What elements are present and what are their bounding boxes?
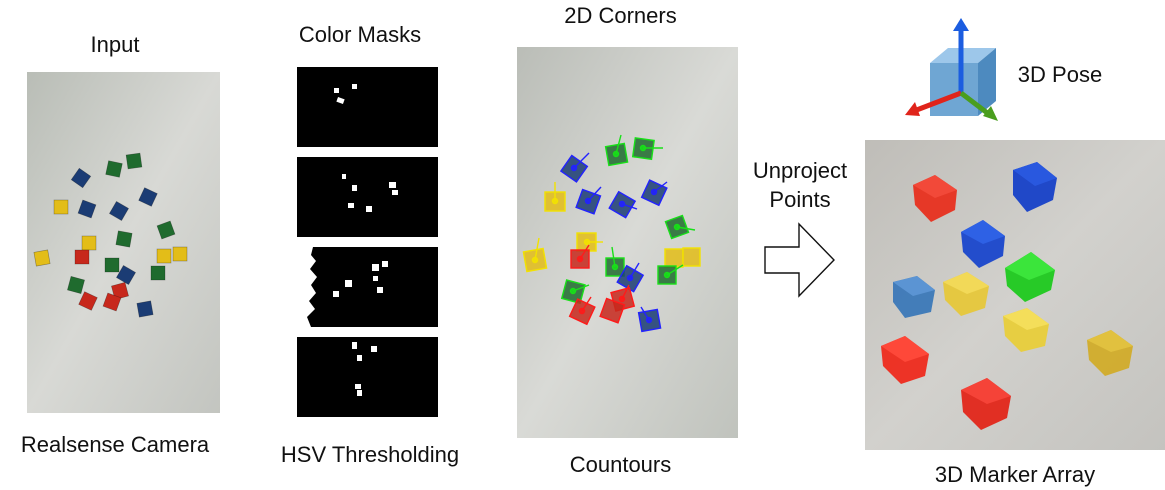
marker-array-render	[865, 140, 1165, 450]
pose-title: 3D Pose	[1017, 62, 1103, 87]
input-caption: Realsense Camera	[20, 432, 210, 457]
input-title: Input	[90, 32, 140, 57]
corners-caption: Countours	[569, 452, 672, 477]
pose-axes-icon	[900, 15, 1030, 125]
input-camera-image	[27, 72, 220, 413]
color-mask-blue	[297, 247, 438, 327]
color-mask-yellow	[297, 337, 438, 417]
unproject-label-line1: Unproject	[752, 158, 848, 183]
corners-title: 2D Corners	[564, 3, 677, 28]
masks-caption: HSV Thresholding	[280, 442, 460, 467]
color-mask-red	[297, 67, 438, 147]
corners-contour-image	[517, 47, 738, 438]
markers-caption: 3D Marker Array	[934, 462, 1096, 487]
arrow-right-icon	[763, 222, 837, 298]
masks-title: Color Masks	[298, 22, 422, 47]
color-mask-green	[297, 157, 438, 237]
unproject-label-line2: Points	[769, 187, 831, 212]
